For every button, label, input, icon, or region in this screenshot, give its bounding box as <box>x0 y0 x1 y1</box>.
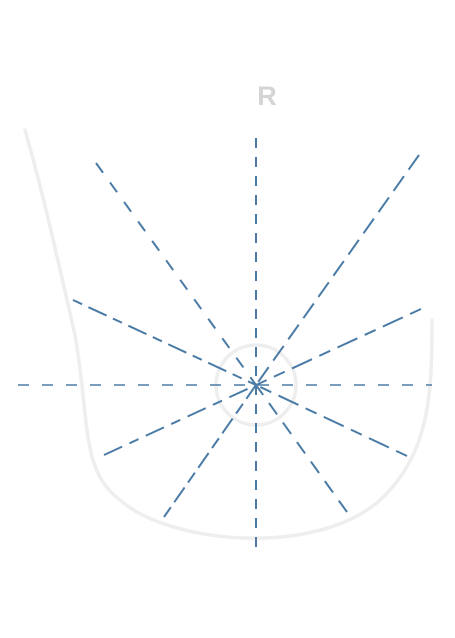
guide-line-mid-upper-left <box>72 299 257 386</box>
side-label: R <box>257 81 277 111</box>
guide-line-mid-upper-right <box>255 308 422 386</box>
guide-line-upper-right <box>255 154 420 386</box>
guide-line-bottom-left <box>163 384 257 518</box>
guide-line-lower-left <box>103 384 257 456</box>
guide-line-bottom-right <box>255 384 348 513</box>
breast-outline <box>23 128 434 540</box>
guide-line-lower-right <box>255 384 408 457</box>
